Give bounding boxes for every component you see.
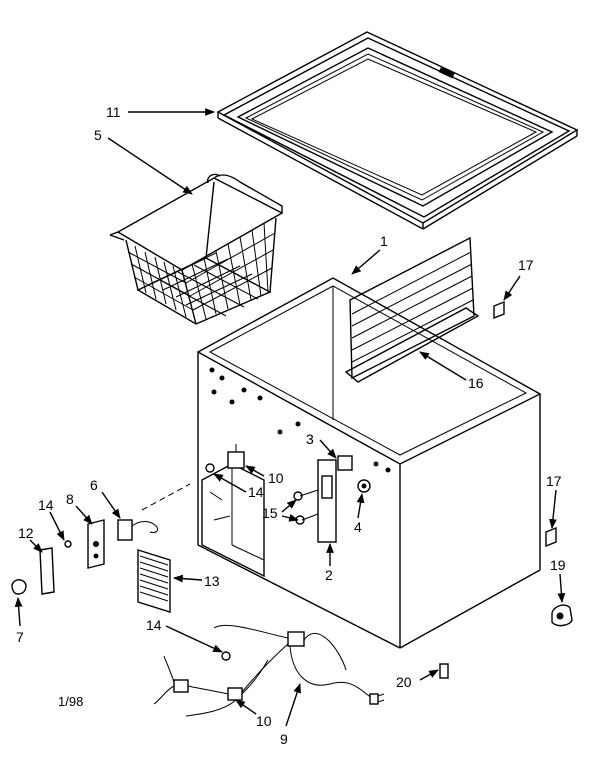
callout-13: 13 <box>204 573 220 589</box>
basket-part <box>109 173 284 325</box>
callout-9: 9 <box>280 731 288 747</box>
callout-7: 7 <box>16 629 24 645</box>
date-code: 1/98 <box>58 694 83 709</box>
lid-part <box>216 31 579 230</box>
callout-4: 4 <box>354 519 362 535</box>
callout-15: 15 <box>262 505 278 521</box>
bracket-17-lower-part <box>545 526 557 548</box>
callout-14-upper: 14 <box>248 484 264 500</box>
callout-12: 12 <box>18 525 34 541</box>
cabinet-part <box>196 277 542 649</box>
callout-2: 2 <box>325 567 333 583</box>
relay-upper-part <box>205 444 245 473</box>
caster-19-part <box>551 604 573 627</box>
callout-14-left: 14 <box>38 497 54 513</box>
clip-20-part <box>439 663 449 679</box>
callout-17-upper: 17 <box>518 257 534 273</box>
callout-5: 5 <box>94 127 102 143</box>
callout-17-lower: 17 <box>546 473 562 489</box>
callout-1: 1 <box>380 233 388 249</box>
callout-10-upper: 10 <box>268 470 284 486</box>
wiring-harness-part <box>153 624 385 717</box>
callout-10-lower: 10 <box>256 713 272 729</box>
callout-11: 11 <box>106 104 121 120</box>
callout-20: 20 <box>396 674 412 690</box>
grille-part <box>137 549 171 613</box>
callout-14-lower: 14 <box>146 617 162 633</box>
leader-lines <box>14 108 566 727</box>
divider-panel-part <box>344 236 480 383</box>
bracket-17-upper-part <box>493 300 505 320</box>
callout-3: 3 <box>306 431 314 447</box>
callout-19: 19 <box>550 557 566 573</box>
hinge-part <box>293 455 371 543</box>
callout-16: 16 <box>468 375 484 391</box>
callout-6: 6 <box>90 477 98 493</box>
thermostat-part <box>11 483 191 595</box>
callout-8: 8 <box>66 491 74 507</box>
